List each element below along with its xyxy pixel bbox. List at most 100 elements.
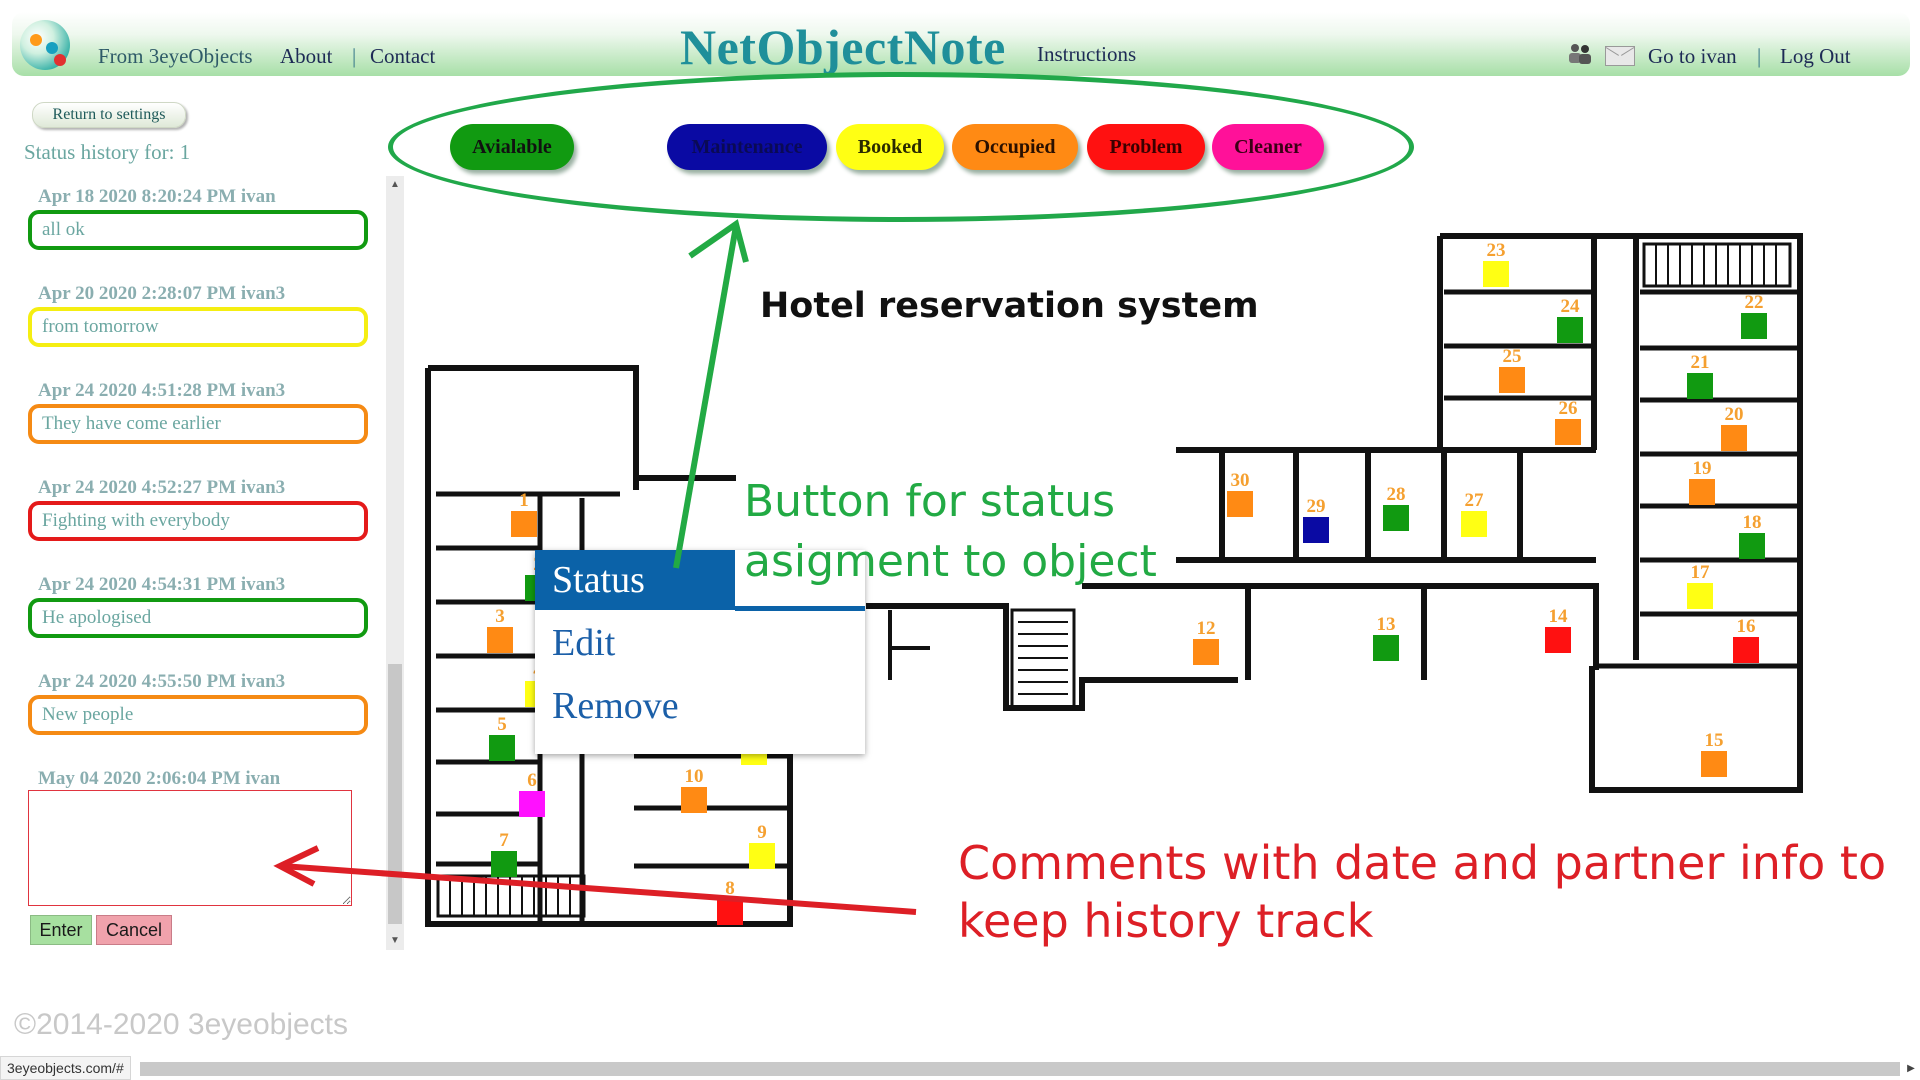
room-number: 8 [725, 878, 735, 899]
room-status-square [681, 787, 707, 813]
menu-item-remove[interactable]: Remove [552, 685, 679, 727]
nav-about[interactable]: About [280, 44, 333, 68]
room-number: 29 [1307, 496, 1326, 517]
nav-instructions[interactable]: Instructions [1037, 42, 1137, 66]
room-status-square [1701, 751, 1727, 777]
room-status-square [1733, 637, 1759, 663]
room-status-square [1383, 505, 1409, 531]
status-button-booked[interactable]: Booked [836, 124, 944, 170]
status-button-available[interactable]: Avialable [450, 124, 574, 170]
mail-icon[interactable] [1605, 46, 1635, 66]
menu-item-status[interactable]: Status [535, 550, 735, 610]
horizontal-scrollbar[interactable] [140, 1062, 1900, 1076]
entry-comment[interactable]: all ok [28, 210, 368, 250]
room-marker[interactable]: 3 [487, 606, 513, 653]
room-marker[interactable]: 19 [1689, 458, 1715, 505]
status-button-problem[interactable]: Problem [1087, 124, 1205, 170]
room-marker[interactable]: 23 [1483, 240, 1509, 287]
entry-date: Apr 24 2020 4:54:31 PM ivan3 [38, 574, 286, 595]
floor-plan-title: Hotel reservation system [760, 286, 1259, 326]
nav-go-to-user[interactable]: Go to ivan [1648, 44, 1737, 68]
entry-comment[interactable]: Fighting with everybody [28, 501, 368, 541]
context-menu: Status Edit Remove [535, 550, 865, 754]
room-marker[interactable]: 5 [489, 714, 515, 761]
room-marker[interactable]: 7 [491, 830, 517, 877]
room-status-square [1461, 511, 1487, 537]
room-marker[interactable]: 15 [1701, 730, 1727, 777]
menu-item-edit[interactable]: Edit [552, 622, 616, 664]
room-number: 15 [1705, 730, 1724, 751]
nav-contact[interactable]: Contact [370, 44, 436, 68]
room-marker[interactable]: 12 [1193, 618, 1219, 665]
room-marker[interactable]: 14 [1545, 606, 1571, 653]
entry-date: Apr 20 2020 2:28:07 PM ivan3 [38, 283, 286, 304]
room-marker[interactable]: 28 [1383, 484, 1409, 531]
annotation-status-button: Button for status asigment to object [744, 472, 1157, 592]
room-marker[interactable]: 24 [1557, 296, 1583, 343]
logo-icon[interactable] [20, 20, 70, 70]
room-status-square [1483, 261, 1509, 287]
status-button-maintenance[interactable]: Maintenance [667, 124, 827, 170]
room-marker[interactable]: 18 [1739, 512, 1765, 559]
room-marker[interactable]: 27 [1461, 490, 1487, 537]
room-status-square [489, 735, 515, 761]
room-number: 17 [1691, 562, 1711, 583]
history-entry: Apr 24 2020 4:52:27 PM ivan3 Fighting wi… [28, 477, 380, 574]
room-number: 3 [495, 606, 505, 627]
nav-log-out[interactable]: Log Out [1780, 44, 1851, 68]
room-marker[interactable]: 21 [1687, 352, 1713, 399]
room-status-square [491, 851, 517, 877]
room-marker[interactable]: 1 [511, 490, 537, 537]
sidebar-scrollbar[interactable]: ▲ ▼ [386, 176, 404, 950]
nav-separator: | [352, 44, 357, 68]
nav-from-3eyeobjects[interactable]: From 3eyeObjects [98, 44, 253, 68]
room-marker[interactable]: 29 [1303, 496, 1329, 543]
people-icon[interactable] [1567, 42, 1593, 66]
history-entry: Apr 24 2020 4:54:31 PM ivan3 He apologis… [28, 574, 380, 671]
logo-eye-orange [30, 34, 42, 46]
entry-date: Apr 18 2020 8:20:24 PM ivan [38, 186, 276, 207]
room-marker[interactable]: 20 [1721, 404, 1747, 451]
room-status-square [717, 899, 743, 925]
room-marker[interactable]: 10 [681, 766, 707, 813]
room-number: 21 [1691, 352, 1710, 373]
scroll-up-icon[interactable]: ▲ [390, 179, 400, 190]
room-status-square [1687, 373, 1713, 399]
entry-comment[interactable]: from tomorrow [28, 307, 368, 347]
enter-button[interactable]: Enter [30, 915, 92, 945]
entry-date: Apr 24 2020 4:52:27 PM ivan3 [38, 477, 286, 498]
brand-title[interactable]: NetObjectNote [680, 19, 1006, 75]
room-number: 1 [519, 490, 529, 511]
entry-comment[interactable]: They have come earlier [28, 404, 368, 444]
room-markers: 1234567891011121314151617181920212223242… [487, 240, 1767, 925]
room-marker[interactable]: 9 [749, 822, 775, 869]
room-marker[interactable]: 17 [1687, 562, 1713, 609]
room-marker[interactable]: 26 [1555, 398, 1581, 445]
room-marker[interactable]: 13 [1373, 614, 1399, 661]
room-marker[interactable]: 22 [1741, 292, 1767, 339]
scrollbar-thumb[interactable] [388, 664, 402, 924]
status-button-occupied[interactable]: Occupied [952, 124, 1078, 170]
return-to-settings-button[interactable]: Return to settings [32, 102, 186, 128]
room-number: 28 [1387, 484, 1406, 505]
status-button-cleaner[interactable]: Cleaner [1212, 124, 1324, 170]
cancel-button[interactable]: Cancel [96, 915, 172, 945]
annotation-comments: Comments with date and partner info to k… [958, 834, 1886, 950]
entry-comment[interactable]: New people [28, 695, 368, 735]
annotation-line: asigment to object [744, 536, 1157, 587]
comment-input[interactable] [28, 790, 352, 906]
room-marker[interactable]: 30 [1227, 470, 1253, 517]
status-legend-highlight [388, 72, 1414, 222]
scroll-right-icon[interactable]: ▶ [1907, 1063, 1915, 1074]
room-marker[interactable]: 6 [519, 770, 545, 817]
room-number: 10 [685, 766, 704, 787]
entry-comment[interactable]: He apologised [28, 598, 368, 638]
room-marker[interactable]: 8 [717, 878, 743, 925]
history-entry: Apr 20 2020 2:28:07 PM ivan3 from tomorr… [28, 283, 380, 380]
room-marker[interactable]: 25 [1499, 346, 1525, 393]
room-marker[interactable]: 16 [1733, 616, 1759, 663]
nav-separator: | [1757, 44, 1762, 68]
history-entry: Apr 24 2020 4:51:28 PM ivan3 They have c… [28, 380, 380, 477]
room-status-square [1687, 583, 1713, 609]
scroll-down-icon[interactable]: ▼ [390, 935, 400, 946]
